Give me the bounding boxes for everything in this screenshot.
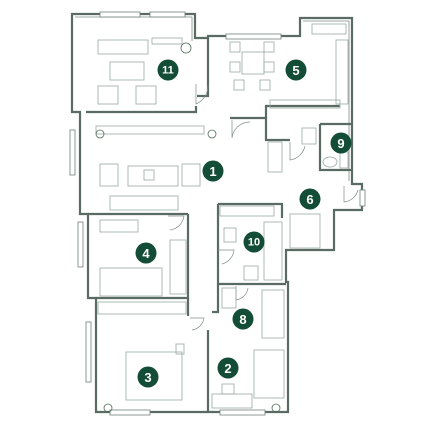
room-badge-circle (299, 188, 321, 210)
doors (168, 84, 359, 331)
room-badge-circle (135, 242, 157, 264)
room-4-furniture (99, 219, 187, 297)
interior-walls (86, 38, 352, 412)
plants (95, 42, 281, 413)
room-badge-3: 3 (137, 366, 159, 388)
room-1-furniture (95, 125, 205, 211)
room-badge-9: 9 (330, 132, 352, 154)
room-badge-label: 4 (142, 246, 150, 261)
room-badge-6: 6 (299, 188, 321, 210)
room-badge-circle (217, 357, 239, 379)
room-badge-label: 8 (239, 312, 246, 327)
room-badge-2: 2 (217, 357, 239, 379)
room-badge-11: 11 (157, 59, 179, 81)
hall-6-furniture (219, 141, 321, 249)
room-badge-label: 1 (209, 164, 216, 179)
room-badge-circle (232, 308, 254, 330)
room-badge-circle (243, 231, 265, 253)
room-badge-8: 8 (232, 308, 254, 330)
bath-10-fixtures (223, 221, 283, 281)
room-badge-10: 10 (243, 231, 265, 253)
room-badge-circle (330, 132, 352, 154)
room-badge-label: 5 (292, 63, 299, 78)
room-badge-circle (137, 366, 159, 388)
room-badge-label: 2 (224, 361, 231, 376)
windows (69, 11, 366, 416)
room-badge-5: 5 (285, 59, 307, 81)
room-badge-label: 3 (144, 370, 151, 385)
room-badge-circle (285, 59, 307, 81)
room-11-furniture (97, 37, 183, 105)
room-badge-label: 11 (162, 65, 174, 77)
room-badge-label: 9 (337, 136, 344, 151)
room-badges: 1 2 3 4 5 6 8 9 10 11 (135, 59, 352, 388)
room-badge-label: 10 (248, 237, 260, 249)
room-badge-1: 1 (202, 160, 224, 182)
room-badge-circle (202, 160, 224, 182)
room-badge-4: 4 (135, 242, 157, 264)
room-badge-label: 6 (306, 192, 313, 207)
room-8-furniture (221, 287, 285, 339)
room-2-furniture (211, 349, 285, 409)
room-3-furniture (97, 301, 187, 401)
room-5-furniture (229, 23, 349, 109)
room-badge-circle (157, 59, 179, 81)
